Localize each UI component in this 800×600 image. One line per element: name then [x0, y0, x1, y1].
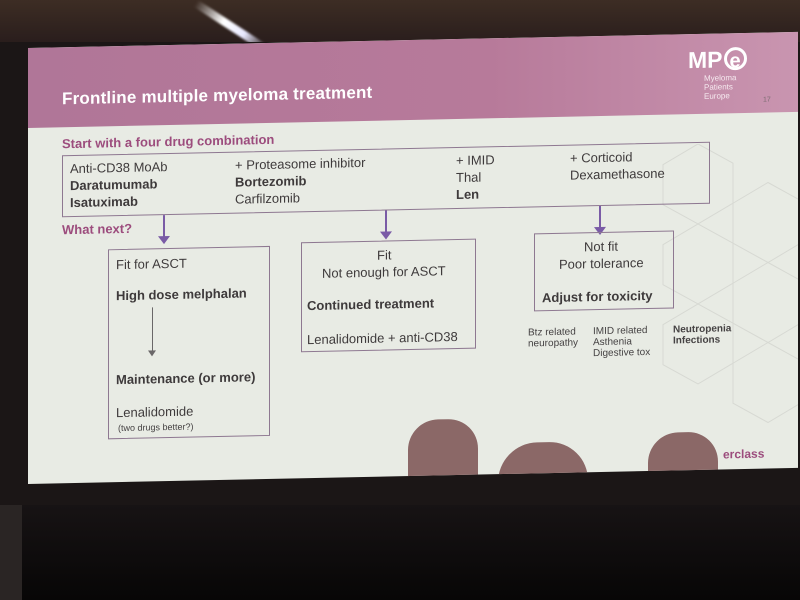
- start-heading: Start with a four drug combination: [62, 131, 275, 152]
- branch-title: Not fit: [584, 238, 618, 255]
- branch-step: High dose melphalan: [116, 285, 247, 304]
- branch-title: Not enough for ASCT: [322, 263, 446, 281]
- branch-drug: Lenalidomide: [116, 403, 194, 421]
- audience-shadow: [408, 418, 478, 485]
- branch-drug: Lenalidomide + anti-CD38: [307, 328, 458, 348]
- page-number: 17: [763, 96, 771, 104]
- footer-text-partial: erclass: [723, 446, 765, 462]
- stage-edge: [0, 505, 22, 600]
- arrow-down-icon: [380, 231, 392, 240]
- arrow-down-icon: [158, 236, 170, 245]
- branch-step: Continued treatment: [307, 295, 435, 314]
- branch-title: Poor tolerance: [559, 255, 644, 272]
- logo-subtitle-line: Europe: [704, 91, 730, 101]
- hexagon-pattern: [662, 143, 798, 424]
- arrow-down-icon: [148, 350, 156, 357]
- column-header: + IMID: [456, 152, 495, 169]
- toxicity-line: IMID related: [593, 325, 648, 338]
- toxicity-line: Neutropenia: [673, 323, 732, 336]
- arrow-line: [163, 215, 165, 238]
- slide-header-band: [28, 31, 798, 128]
- arrow-line: [599, 205, 601, 229]
- branch-step: Adjust for toxicity: [542, 287, 653, 306]
- drug-name: Carfilzomib: [235, 190, 301, 207]
- drug-name: Bortezomib: [235, 173, 307, 190]
- floor: [0, 505, 800, 600]
- toxicity-line: Infections: [673, 334, 721, 347]
- drug-name: Thal: [456, 169, 482, 186]
- step-line: [152, 307, 153, 352]
- column-header: Anti-CD38 MoAb: [70, 159, 168, 177]
- toxicity-note: Neutropenia Infections: [673, 323, 731, 346]
- branch-title: Fit for ASCT: [116, 255, 187, 273]
- branch-step: Maintenance (or more): [116, 369, 256, 388]
- arrow-line: [385, 210, 387, 233]
- toxicity-line: neuropathy: [528, 337, 579, 350]
- logo-subtitle-line: Patients: [704, 82, 733, 92]
- drug-name: Isatuximab: [70, 193, 138, 211]
- toxicity-note: IMID related Asthenia Digestive tox: [593, 325, 650, 359]
- toxicity-note: Btz related neuropathy: [528, 326, 579, 350]
- logo-subtitle: Myeloma Patients Europe: [704, 73, 736, 101]
- logo-circle-letter: e: [723, 46, 747, 72]
- drug-name: Len: [456, 186, 480, 203]
- branch-note: (two drugs better?): [118, 421, 194, 434]
- next-heading: What next?: [62, 220, 133, 238]
- column-header: + Corticoid: [570, 149, 633, 166]
- drug-name: Dexamethasone: [570, 165, 665, 183]
- logo-text: MP: [688, 46, 723, 74]
- toxicity-line: Digestive tox: [593, 346, 651, 360]
- branch-title: Fit: [377, 247, 392, 263]
- column-header: + Proteasome inhibitor: [235, 154, 366, 173]
- drug-name: Daratumumab: [70, 176, 158, 194]
